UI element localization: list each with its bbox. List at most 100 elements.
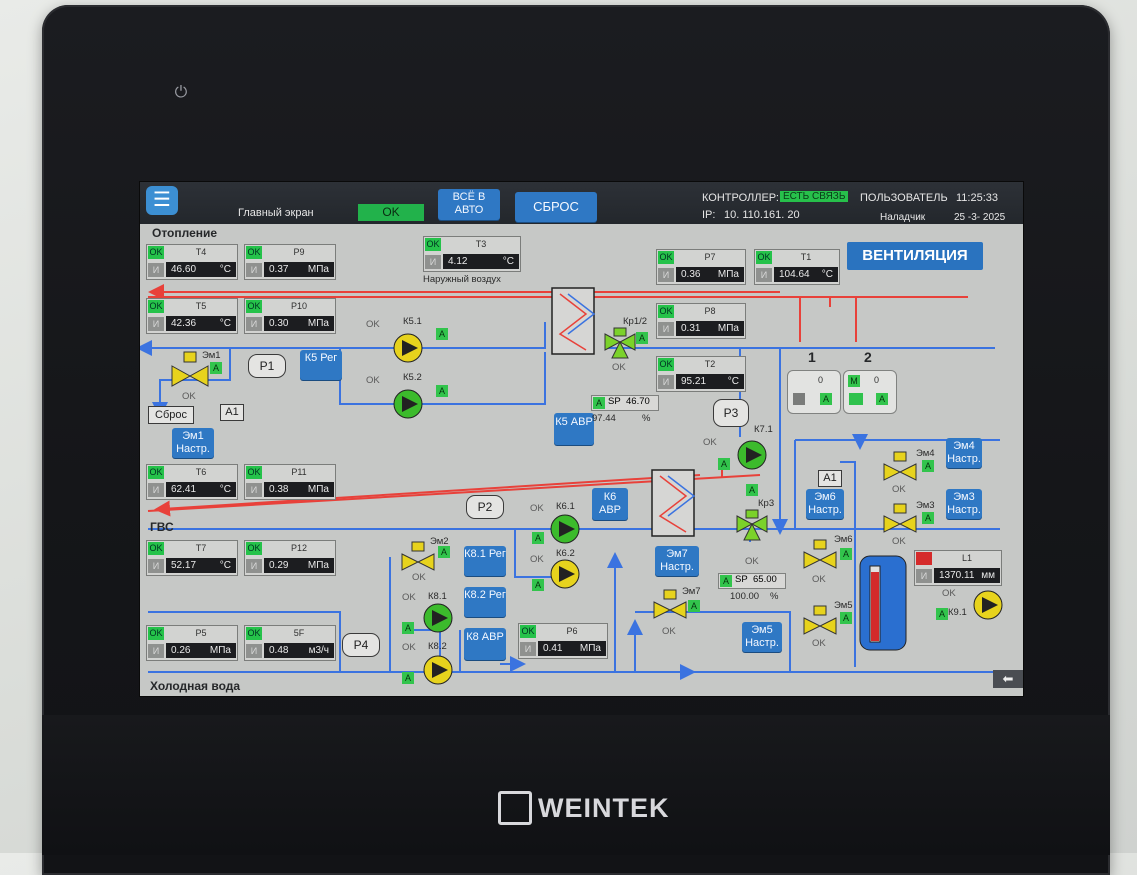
em6-auto-badge: A [840, 548, 852, 560]
unit-2-number: 2 [864, 349, 872, 365]
brand-mark-icon [498, 791, 532, 825]
percent-sign-1: % [642, 413, 651, 424]
setpoint-1[interactable]: A SP 46.70 [591, 395, 659, 411]
power-icon[interactable]: ⏻ [174, 84, 188, 101]
k62-auto-badge: A [532, 579, 544, 591]
k62-ok: OK [530, 554, 544, 565]
k91-auto-badge: A [936, 608, 948, 620]
pump-k91-icon [973, 590, 1003, 620]
kr12-ok: OK [612, 362, 626, 373]
em5-ok: OK [812, 638, 826, 649]
tag-p1: P1 [248, 354, 286, 378]
em1-settings-button[interactable]: Эм1 Настр. [172, 428, 214, 458]
all-auto-button[interactable]: ВСЁ В АВТО [438, 189, 500, 220]
em7-settings-button[interactable]: Эм7 Настр. [655, 546, 699, 576]
hmi-screen: ☰ Главный экран OK ВСЁ В АВТО СБРОС КОНТ… [139, 181, 1024, 697]
pump-k71-icon [737, 440, 767, 470]
outdoor-air-caption: Наружный воздух [423, 274, 501, 285]
label-em5: Эм5 [834, 600, 853, 611]
tag-p3: P3 [713, 399, 749, 427]
controller-label: КОНТРОЛЛЕР: [702, 192, 779, 204]
em3-settings-button[interactable]: Эм3 Настр. [946, 489, 982, 519]
screen-title: Главный экран [238, 207, 314, 219]
em6-ok: OK [812, 574, 826, 585]
pump-k81-icon [423, 603, 453, 633]
valve-em5-icon [803, 605, 837, 635]
em1-ok: OK [182, 391, 196, 402]
label-k71: К7.1 [754, 424, 773, 435]
em7-ok: OK [662, 626, 676, 637]
k61-ok: OK [530, 503, 544, 514]
k6-avr-button[interactable]: К6 АВР [592, 488, 628, 520]
reset-tag: Сброс [148, 406, 194, 424]
heating-return-pipe [148, 322, 546, 349]
valve-kr3-icon [736, 509, 768, 541]
setpoint-2-percent: 100.00 [730, 591, 760, 602]
brand-logo: WEINTEK [498, 788, 670, 828]
label-em7: Эм7 [682, 586, 701, 597]
label-em3: Эм3 [916, 500, 935, 511]
em5-settings-button[interactable]: Эм5 Настр. [742, 622, 782, 652]
k51-auto-badge: A [436, 328, 448, 340]
unit-1[interactable]: 0 A [787, 370, 841, 414]
label-k62: К6.2 [556, 548, 575, 559]
k82-auto-badge: A [402, 672, 414, 684]
kr3-ok: OK [745, 556, 759, 567]
k5-reg-button[interactable]: К5 Рег [300, 350, 342, 380]
em5-auto-badge: A [840, 612, 852, 624]
em3-auto-badge: A [922, 512, 934, 524]
back-arrow-icon[interactable]: ⬅ [993, 670, 1023, 688]
reset-button[interactable]: СБРОС [515, 192, 597, 222]
pump-k51-icon [393, 333, 423, 363]
unit-1-number: 1 [808, 349, 816, 365]
ventilation-button[interactable]: ВЕНТИЛЯЦИЯ [847, 242, 983, 270]
valve-em6-icon [803, 539, 837, 569]
k81-reg-button[interactable]: К8.1 Рег [464, 546, 506, 576]
tag-p4: P4 [342, 633, 380, 657]
k52-ok: OK [366, 375, 380, 386]
em4-auto-badge: A [922, 460, 934, 472]
k8-avr-button[interactable]: К8 АВР [464, 628, 506, 660]
heat-exchanger-2 [651, 469, 695, 537]
tag-a1: A1 [220, 404, 244, 421]
k52-auto-badge: A [436, 385, 448, 397]
setpoint-2[interactable]: A SP 65.00 [718, 573, 786, 589]
valve-kr12-icon [604, 327, 636, 359]
user-label: ПОЛЬЗОВАТЕЛЬ [860, 192, 948, 204]
menu-icon[interactable]: ☰ [146, 186, 178, 215]
label-k81: К8.1 [428, 591, 447, 602]
section-dhw: ГВС [150, 520, 174, 534]
label-k82: К8.2 [428, 641, 447, 652]
ip-address: 10. 110.161. 20 [724, 209, 800, 221]
pump-k62-icon [550, 559, 580, 589]
label-k51: К5.1 [403, 316, 422, 327]
percent-sign-2: % [770, 591, 779, 602]
k5-avr-button[interactable]: К5 АВР [554, 413, 594, 445]
k71-ok: OK [703, 437, 717, 448]
label-k61: К6.1 [556, 501, 575, 512]
pump-k61-icon [550, 514, 580, 544]
em4-settings-button[interactable]: Эм4 Настр. [946, 438, 982, 468]
em6-settings-button[interactable]: Эм6 Настр. [806, 489, 844, 519]
k82-reg-button[interactable]: К8.2 Рег [464, 587, 506, 617]
em1-auto-badge: A [210, 362, 222, 374]
unit-2[interactable]: M 0 A [843, 370, 897, 414]
pump-k52-icon [393, 389, 423, 419]
